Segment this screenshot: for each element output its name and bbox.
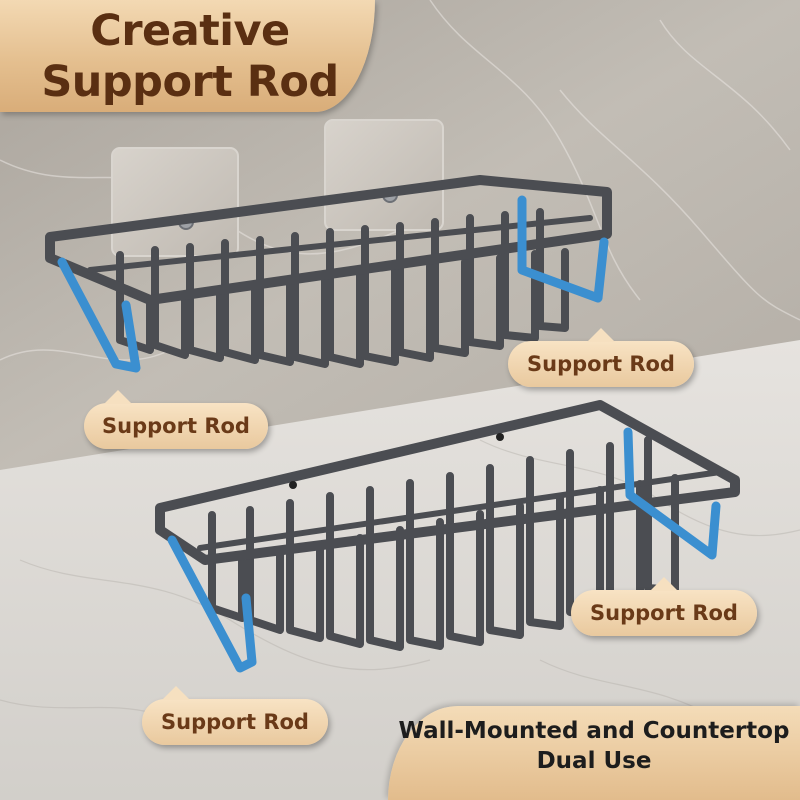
callout-tail	[162, 686, 190, 700]
usage-line-2: Dual Use	[536, 748, 652, 774]
callout-label: Support Rod	[527, 352, 675, 376]
callout-label: Support Rod	[161, 710, 309, 734]
title-banner	[0, 0, 375, 112]
callout-rack2-left: Support Rod	[142, 686, 328, 745]
callout-rack1-right: Support Rod	[508, 328, 694, 387]
title-line-2: Support Rod	[41, 57, 339, 107]
callout-tail	[587, 328, 615, 342]
callout-label: Support Rod	[102, 414, 250, 438]
callout-tail	[104, 390, 132, 404]
callout-label: Support Rod	[590, 601, 738, 625]
frame-screw-hole-2	[496, 433, 504, 441]
support-rods-rack-2	[167, 427, 721, 673]
support-rods-rack-1	[57, 195, 609, 373]
callout-tail	[650, 577, 678, 591]
usage-line-1: Wall-Mounted and Countertop	[398, 718, 790, 744]
callout-rack2-right: Support Rod	[571, 577, 757, 636]
adhesive-hook-left	[111, 147, 239, 257]
adhesive-hook-right	[324, 119, 444, 231]
callout-rack1-left: Support Rod	[84, 390, 268, 449]
title: Creative Support Rod	[0, 6, 380, 108]
usage-text: Wall-Mounted and Countertop Dual Use	[388, 716, 800, 776]
frame-screw-hole-1	[289, 481, 297, 489]
title-line-1: Creative	[90, 6, 290, 56]
usage-banner	[388, 706, 800, 800]
